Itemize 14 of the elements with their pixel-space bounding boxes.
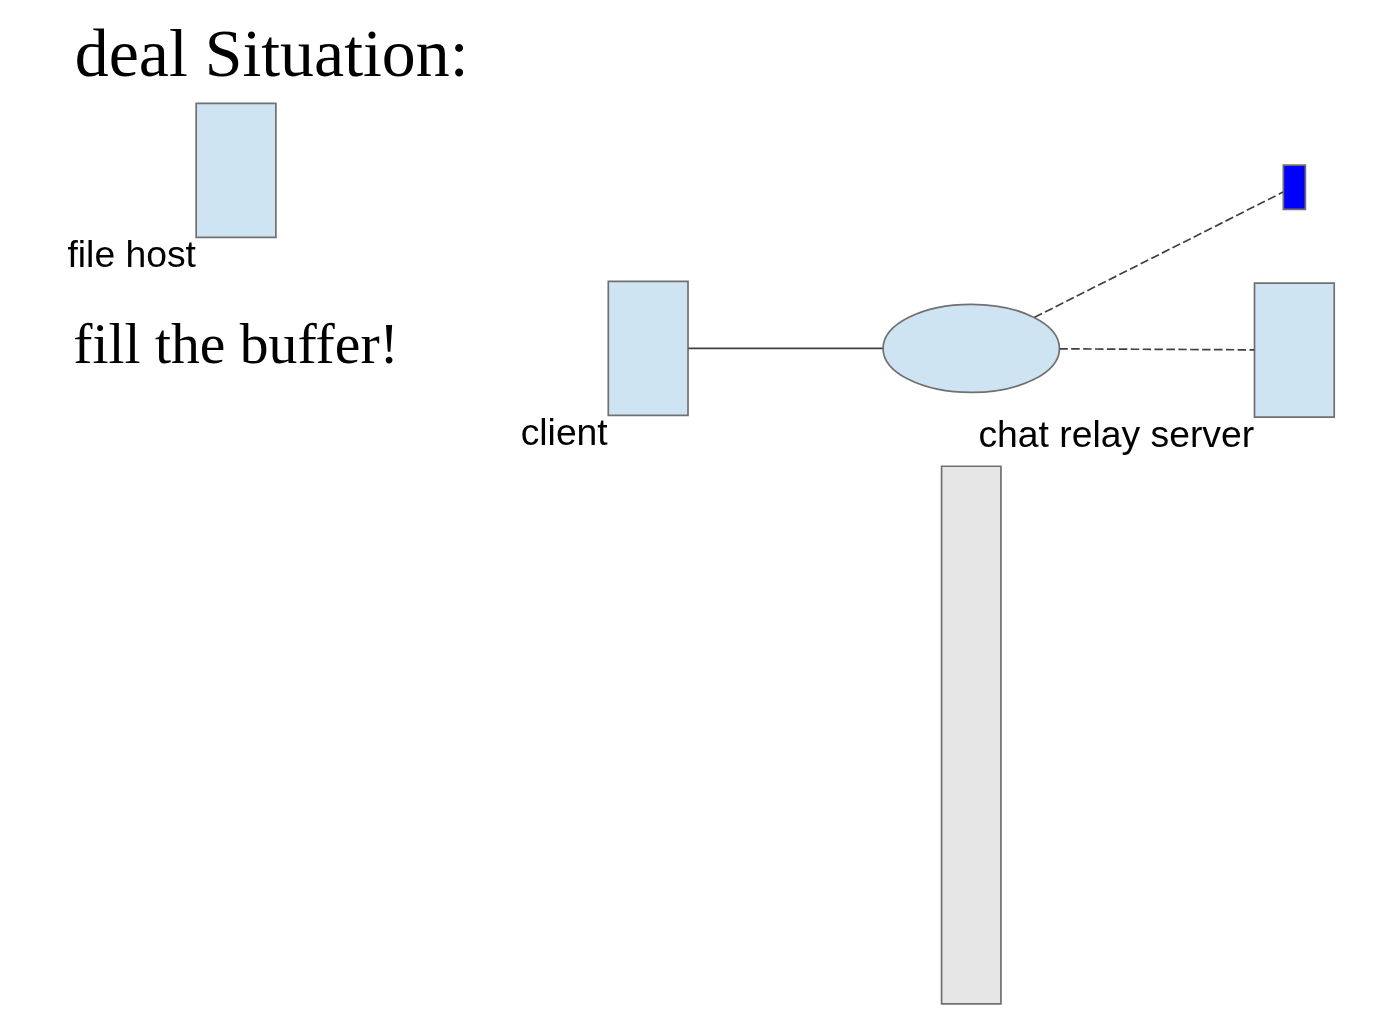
node-box xyxy=(195,102,277,239)
connector xyxy=(1033,191,1284,319)
node-label: chat relay server xyxy=(978,412,1255,455)
connector xyxy=(687,347,884,350)
node-label: file host xyxy=(67,233,196,276)
node-bar xyxy=(940,465,1002,1005)
connector xyxy=(1058,347,1256,351)
node-box xyxy=(607,280,689,417)
node-box xyxy=(1253,282,1336,418)
node-box xyxy=(1282,164,1307,211)
node-ellipse xyxy=(882,303,1061,394)
diagram-title: deal Situation: xyxy=(74,16,469,92)
label: fill the buffer! xyxy=(73,312,399,376)
node-label: client xyxy=(520,411,608,454)
